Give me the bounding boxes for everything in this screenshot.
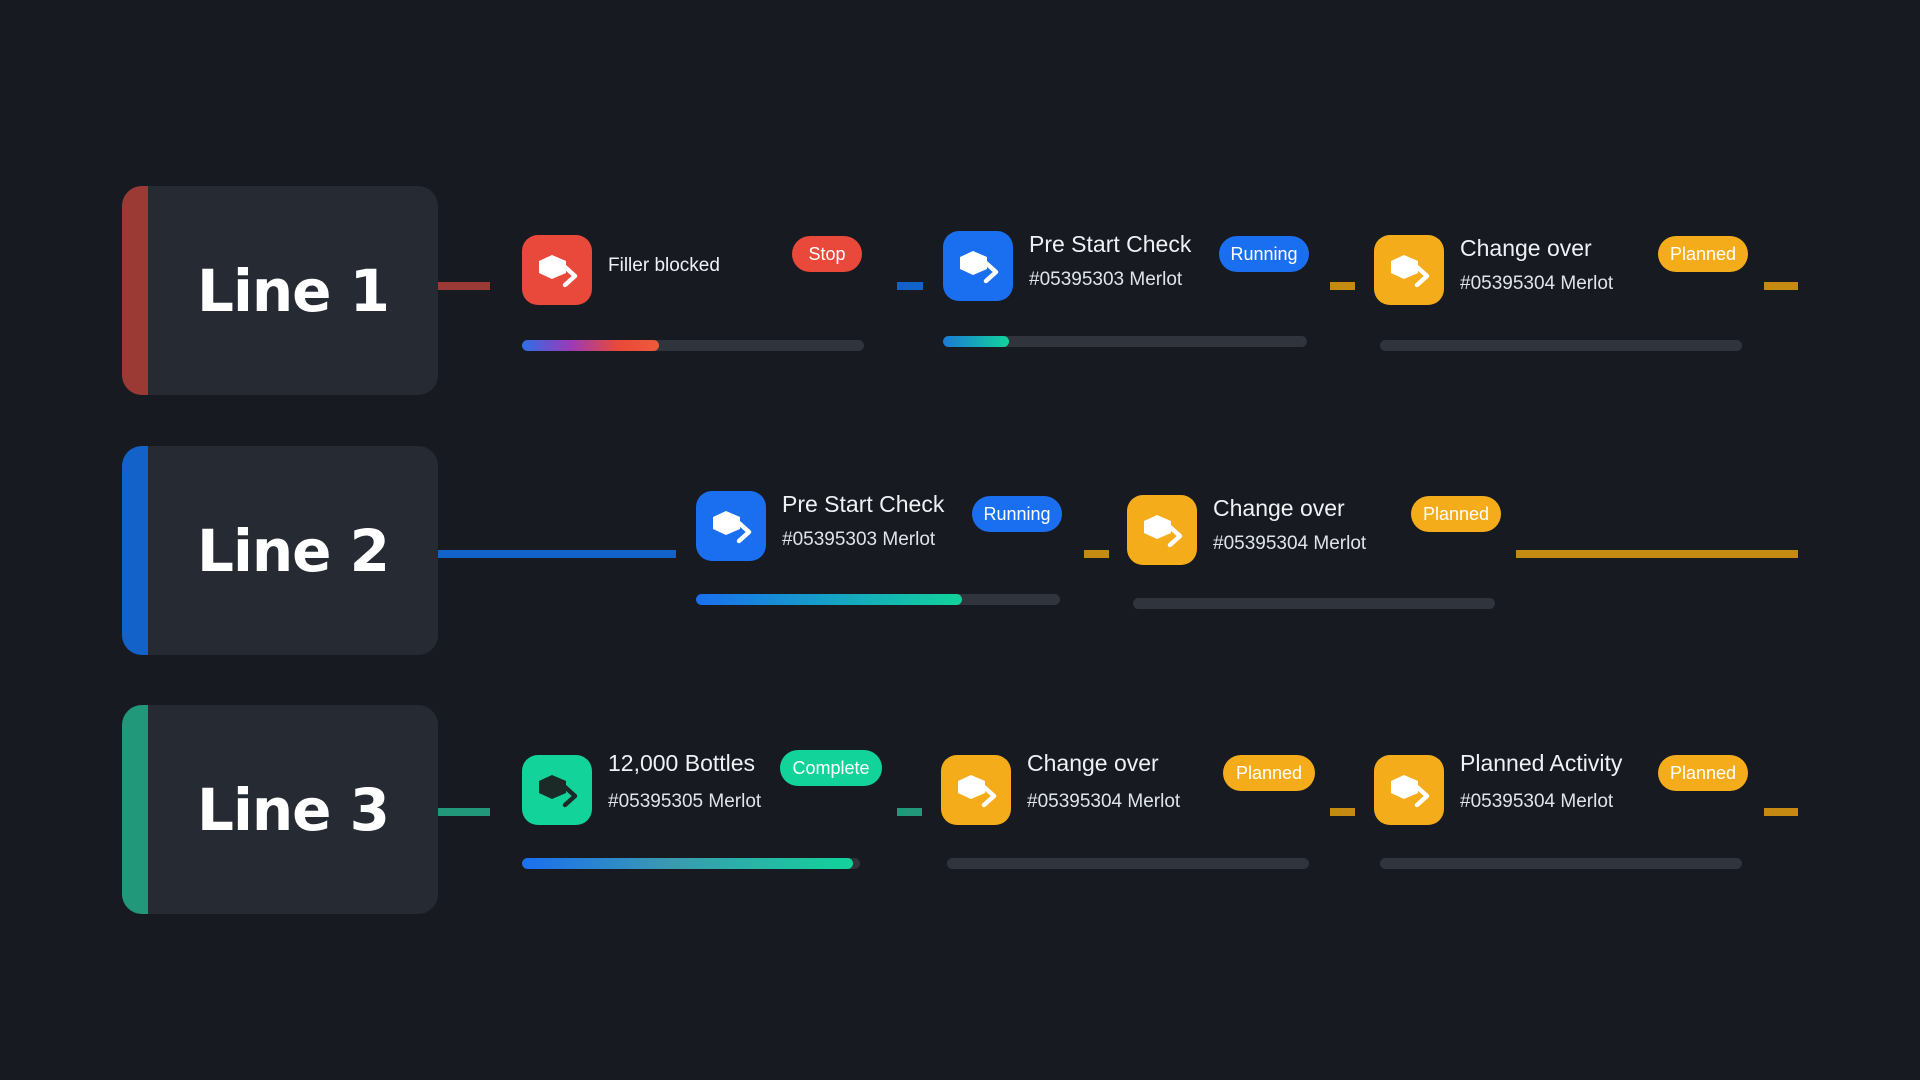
status-badge-complete: Complete — [780, 750, 882, 786]
conveyor-icon — [1374, 755, 1444, 825]
conveyor-icon — [696, 491, 766, 561]
status-badge-stop: Stop — [792, 236, 862, 272]
line-1-accent-stripe — [122, 186, 148, 395]
progress-track — [943, 336, 1307, 347]
step-title: Pre Start Check — [782, 491, 945, 517]
line-3-connector — [897, 808, 922, 816]
status-badge-planned: Planned — [1223, 755, 1315, 791]
progress-track — [696, 594, 1060, 605]
order-number: #05395304 Merlot — [1460, 791, 1614, 812]
line-2-connector — [1516, 550, 1798, 558]
line-2-connector — [1084, 550, 1109, 558]
conveyor-icon — [1374, 235, 1444, 305]
line-1-connector — [897, 282, 923, 290]
line-3-accent-stripe — [122, 705, 148, 914]
step-title: Pre Start Check — [1029, 231, 1192, 257]
order-number: #05395305 Merlot — [608, 791, 762, 812]
line-3-connector — [438, 808, 490, 816]
step-title: Change over — [1027, 750, 1159, 776]
step-title: 12,000 Bottles — [608, 750, 756, 776]
order-number: #05395304 Merlot — [1027, 791, 1181, 812]
conveyor-icon — [1127, 495, 1197, 565]
conveyor-icon — [522, 235, 592, 305]
line-1-name: Line 1 — [196, 256, 390, 325]
line-1-connector — [1764, 282, 1798, 290]
order-number: #05395303 Merlot — [1029, 269, 1183, 290]
line-3-label-card[interactable]: Line 3 — [122, 705, 438, 914]
progress-fill — [522, 340, 659, 351]
line-2-connector — [438, 550, 676, 558]
line-1-connector — [1330, 282, 1355, 290]
step-title: Planned Activity — [1460, 750, 1623, 776]
line-1-label-card[interactable]: Line 1 — [122, 186, 438, 395]
step-title: Change over — [1460, 235, 1592, 261]
progress-track — [522, 858, 860, 869]
conveyor-icon — [522, 755, 592, 825]
line-3-name: Line 3 — [196, 775, 390, 844]
order-number: #05395304 Merlot — [1460, 273, 1614, 294]
status-badge-planned: Planned — [1658, 755, 1748, 791]
order-number: #05395303 Merlot — [782, 529, 936, 550]
progress-fill — [696, 594, 962, 605]
progress-track — [1380, 340, 1742, 351]
step-title: Change over — [1213, 495, 1345, 521]
progress-track — [1380, 858, 1742, 869]
order-number: #05395304 Merlot — [1213, 533, 1367, 554]
progress-track — [1133, 598, 1495, 609]
step-title: Filler blocked — [608, 255, 720, 276]
progress-track — [947, 858, 1309, 869]
conveyor-icon — [941, 755, 1011, 825]
status-badge-running: Running — [1219, 236, 1309, 272]
progress-fill — [943, 336, 1009, 347]
line-2-accent-stripe — [122, 446, 148, 655]
line-3-connector — [1330, 808, 1355, 816]
line-3-connector — [1764, 808, 1798, 816]
status-badge-planned: Planned — [1658, 236, 1748, 272]
conveyor-icon — [943, 231, 1013, 301]
progress-fill — [522, 858, 854, 869]
status-badge-running: Running — [972, 496, 1062, 532]
line-2-name: Line 2 — [196, 516, 390, 585]
line-2-label-card[interactable]: Line 2 — [122, 446, 438, 655]
status-badge-planned: Planned — [1411, 496, 1501, 532]
progress-track — [522, 340, 864, 351]
line-1-connector — [438, 282, 490, 290]
